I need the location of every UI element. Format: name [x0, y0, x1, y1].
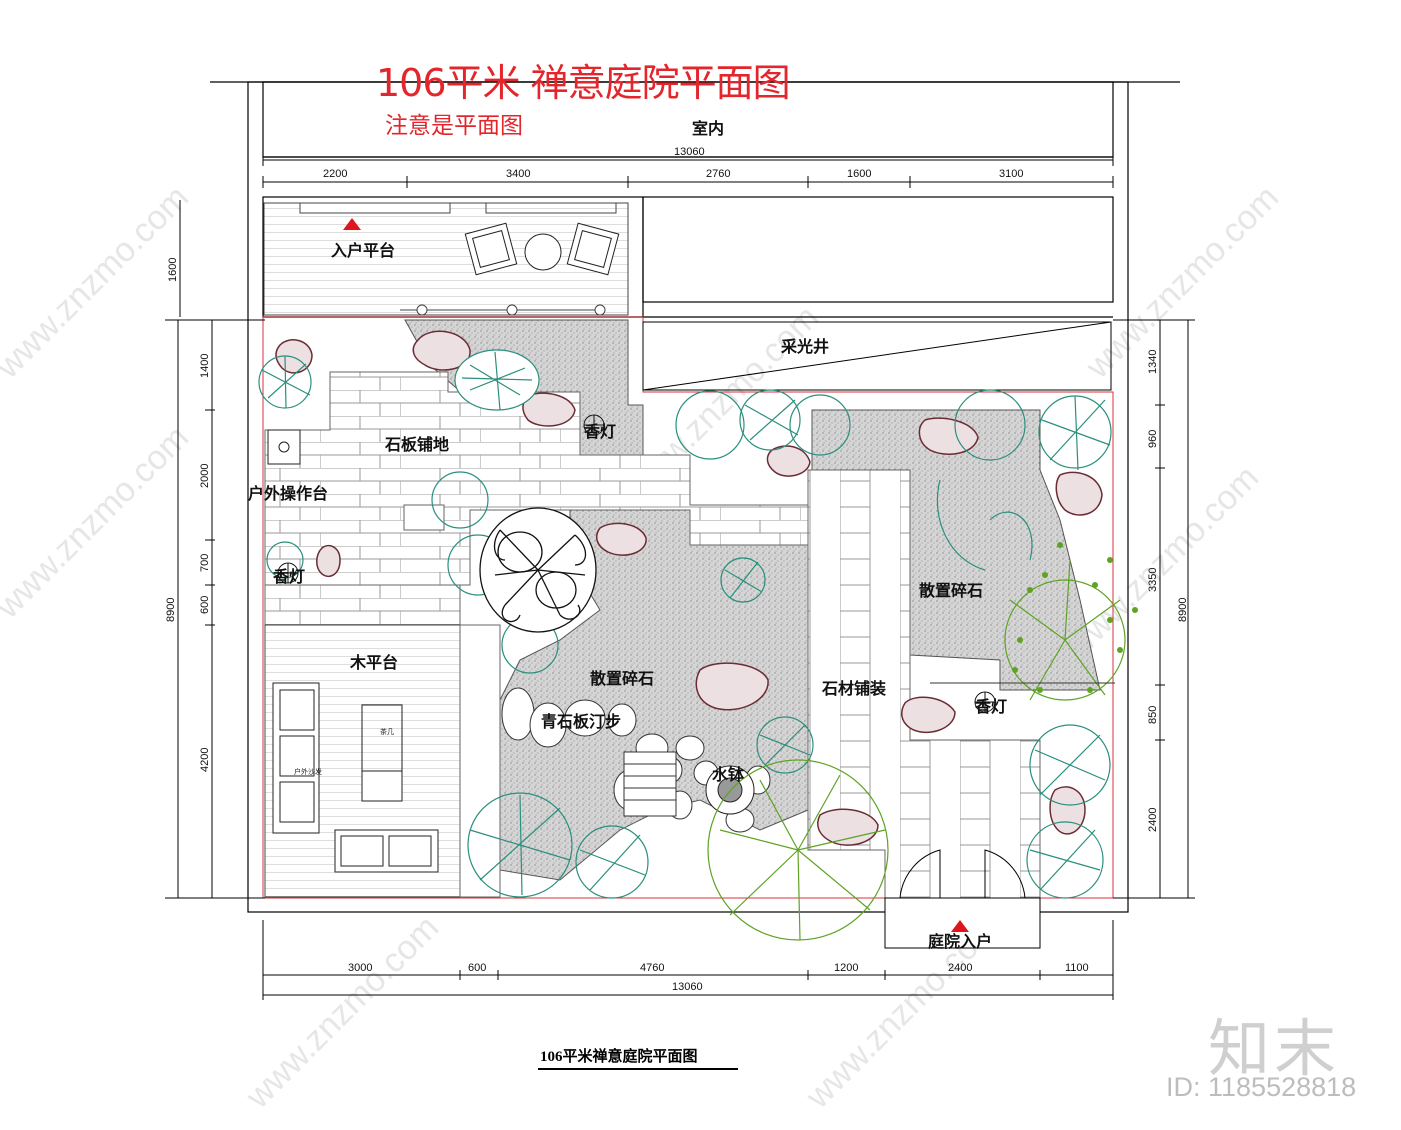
svg-text:1340: 1340	[1147, 350, 1159, 374]
svg-text:3350: 3350	[1147, 568, 1159, 592]
svg-text:700: 700	[199, 554, 211, 572]
image-id-label: ID: 1185528818	[1166, 1072, 1357, 1102]
svg-text:室内: 室内	[692, 119, 724, 138]
svg-text:850: 850	[1147, 706, 1159, 724]
svg-text:8900: 8900	[165, 598, 177, 622]
svg-text:1400: 1400	[199, 354, 211, 378]
plan-title: 106平米 禅意庭院平面图	[376, 61, 791, 105]
brand-watermark: 知末	[1208, 1012, 1341, 1085]
stepping-stones	[501, 687, 771, 833]
dimension-text: 13060 2200 3400 2760 1600 3100 3000 600 …	[165, 146, 1189, 993]
entry-marker-icon	[343, 218, 361, 230]
building-outline	[210, 81, 1180, 913]
svg-text:960: 960	[1147, 430, 1159, 448]
svg-text:户外操作台: 户外操作台	[248, 484, 328, 503]
svg-text:庭院入户: 庭院入户	[928, 932, 992, 951]
svg-text:www.znzmo.com: www.znzmo.com	[0, 418, 196, 626]
area-labels: 室内 入户平台 采光井 石板铺地 户外操作台 木平台 散置碎石 散置碎石 青石板…	[248, 119, 1007, 951]
caption-underline	[538, 1068, 738, 1070]
svg-text:8900: 8900	[1177, 598, 1189, 622]
svg-text:www.znzmo.com: www.znzmo.com	[238, 908, 446, 1116]
svg-text:1100: 1100	[1065, 962, 1089, 974]
drawing-caption: 106平米禅意庭院平面图	[540, 1049, 698, 1065]
svg-text:13060: 13060	[672, 981, 703, 993]
bottom-dimensions	[262, 920, 1114, 1000]
svg-text:600: 600	[199, 596, 211, 614]
svg-text:石材铺装: 石材铺装	[821, 679, 886, 698]
svg-text:木平台: 木平台	[349, 653, 398, 672]
svg-text:600: 600	[468, 962, 486, 974]
svg-text:3400: 3400	[506, 168, 530, 180]
svg-text:2760: 2760	[706, 168, 730, 180]
courtyard-entry	[884, 849, 1041, 949]
lamp-icons	[277, 414, 996, 713]
svg-text:石板铺地: 石板铺地	[384, 435, 449, 454]
svg-text:散置碎石: 散置碎石	[590, 669, 654, 688]
svg-text:散置碎石: 散置碎石	[919, 581, 983, 600]
pine-tree	[479, 507, 597, 633]
svg-text:3000: 3000	[348, 962, 372, 974]
svg-text:1600: 1600	[847, 168, 871, 180]
svg-text:香灯: 香灯	[974, 697, 1007, 716]
svg-text:13060: 13060	[674, 146, 705, 158]
svg-text:3100: 3100	[999, 168, 1023, 180]
svg-text:2400: 2400	[1147, 808, 1159, 832]
plants-teal	[258, 349, 1112, 899]
top-dimensions	[262, 154, 1114, 188]
right-dimensions	[1113, 319, 1195, 899]
svg-text:青石板汀步: 青石板汀步	[541, 712, 621, 731]
svg-text:水钵: 水钵	[712, 765, 745, 784]
svg-text:www.znzmo.com: www.znzmo.com	[1078, 178, 1286, 386]
svg-text:4200: 4200	[199, 748, 211, 772]
svg-text:户外沙发: 户外沙发	[294, 767, 322, 776]
svg-text:1600: 1600	[167, 258, 179, 282]
svg-text:入户平台: 入户平台	[331, 241, 395, 260]
feature-tree-green	[707, 559, 1126, 941]
svg-text:香灯: 香灯	[583, 422, 616, 441]
light-well	[642, 321, 1112, 391]
svg-text:2400: 2400	[948, 962, 972, 974]
outdoor-sofa	[272, 682, 439, 873]
counter-sink	[267, 429, 301, 465]
svg-text:茶几: 茶几	[380, 727, 394, 736]
svg-text:1200: 1200	[834, 962, 858, 974]
svg-text:2200: 2200	[323, 168, 347, 180]
water-bowl	[705, 765, 755, 815]
entrance-marker-icon	[951, 920, 969, 932]
svg-text:2000: 2000	[199, 464, 211, 488]
svg-text:采光井: 采光井	[780, 337, 829, 356]
plan-note: 注意是平面图	[385, 113, 523, 139]
svg-text:4760: 4760	[640, 962, 664, 974]
entry-platform	[263, 202, 629, 316]
landscape-rocks	[275, 330, 1103, 846]
left-dimensions	[165, 200, 265, 899]
foliage-dots	[1012, 542, 1138, 693]
svg-text:香灯: 香灯	[272, 567, 305, 586]
lounge-chairs	[464, 222, 620, 276]
